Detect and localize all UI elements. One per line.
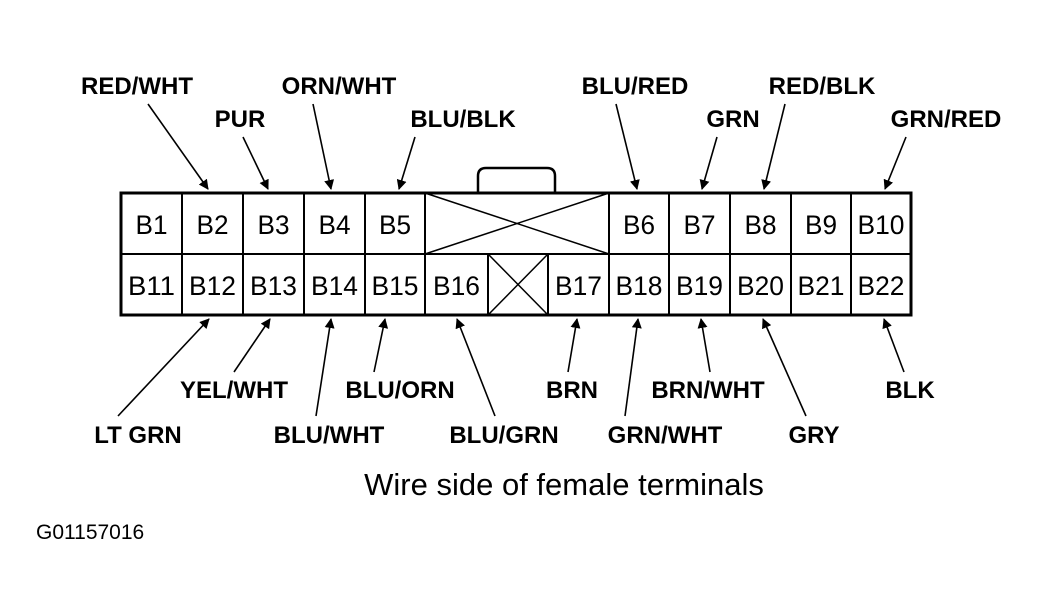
wire-color-label-b3: PUR: [215, 106, 266, 133]
pin-label-b11: B11: [128, 271, 175, 301]
pin-label-b3: B3: [258, 210, 290, 240]
pin-label-b7: B7: [684, 210, 716, 240]
leader-arrow-b22: [882, 318, 905, 373]
wire-color-label-b10: GRN/RED: [891, 106, 1002, 133]
pin-label-b21: B21: [798, 271, 845, 301]
wire-color-label-b18: GRN/WHT: [608, 422, 723, 449]
wire-color-labels: RED/WHT PUR ORN/WHT BLU/BLK BLU/RED GRN RED/BL…: [81, 73, 1001, 449]
wire-color-label-b13: YEL/WHT: [180, 377, 288, 404]
pin-label-b2: B2: [197, 210, 229, 240]
leader-arrow-b14: [315, 318, 335, 417]
leader-arrow-b4: [312, 103, 335, 190]
wire-color-label-b19: BRN/WHT: [651, 377, 765, 404]
figure-id: G01157016: [36, 521, 144, 544]
pin-label-b4: B4: [319, 210, 351, 240]
pin-label-b14: B14: [311, 271, 358, 301]
leader-arrow-b8: [761, 103, 786, 190]
leader-arrow-b12: [117, 318, 210, 417]
pin-label-b19: B19: [676, 271, 723, 301]
pin-label-b9: B9: [805, 210, 837, 240]
leader-arrow-b18: [624, 318, 642, 417]
leader-arrow-b19: [697, 318, 711, 373]
blanked-cavity-top: [424, 192, 610, 255]
wire-color-label-b14: BLU/WHT: [274, 422, 385, 449]
wire-color-label-b15: BLU/ORN: [345, 377, 454, 404]
pin-label-b20: B20: [737, 271, 784, 301]
blanked-cavity-bottom: [487, 253, 549, 316]
leader-arrow-b20: [762, 318, 807, 417]
pin-label-b1: B1: [136, 210, 168, 240]
leader-arrow-b16: [455, 318, 496, 417]
leader-arrow-b3: [242, 136, 269, 190]
wire-color-label-b6: BLU/RED: [582, 73, 689, 100]
pin-label-b12: B12: [189, 271, 236, 301]
leader-arrow-b2: [147, 103, 209, 190]
diagram-caption: Wire side of female terminals: [364, 467, 764, 502]
wire-color-label-b12: LT GRN: [94, 422, 182, 449]
connector-outline: [119, 191, 913, 317]
pin-label-b5: B5: [379, 210, 411, 240]
pin-label-b6: B6: [623, 210, 655, 240]
wire-color-label-b2: RED/WHT: [81, 73, 193, 100]
leader-arrow-b5: [396, 136, 416, 190]
pin-label-b22: B22: [858, 271, 905, 301]
pin-label-b10: B10: [858, 210, 905, 240]
wire-color-label-b22: BLK: [885, 377, 935, 404]
wire-leader-lines: [117, 103, 907, 417]
leader-arrow-b17: [567, 318, 581, 373]
wire-color-label-b5: BLU/BLK: [410, 106, 516, 133]
connector-lock-tab: [476, 166, 557, 193]
wire-color-label-b20: GRY: [788, 422, 839, 449]
leader-arrow-b7: [699, 136, 718, 190]
leader-arrow-b6: [615, 103, 640, 190]
pin-label-b16: B16: [433, 271, 480, 301]
leader-arrow-b15: [373, 318, 389, 373]
pin-label-b13: B13: [250, 271, 297, 301]
leader-arrow-b10: [883, 136, 907, 190]
wire-color-label-b4: ORN/WHT: [282, 73, 397, 100]
wire-color-label-b16: BLU/GRN: [449, 422, 558, 449]
leader-arrow-b13: [233, 318, 271, 373]
pin-label-b8: B8: [745, 210, 777, 240]
pin-label-b17: B17: [555, 271, 602, 301]
pin-label-b18: B18: [616, 271, 663, 301]
pin-label-b15: B15: [372, 271, 419, 301]
wire-color-label-b17: BRN: [546, 377, 598, 404]
wire-color-label-b8: RED/BLK: [769, 73, 876, 100]
wire-color-label-b7: GRN: [706, 106, 759, 133]
